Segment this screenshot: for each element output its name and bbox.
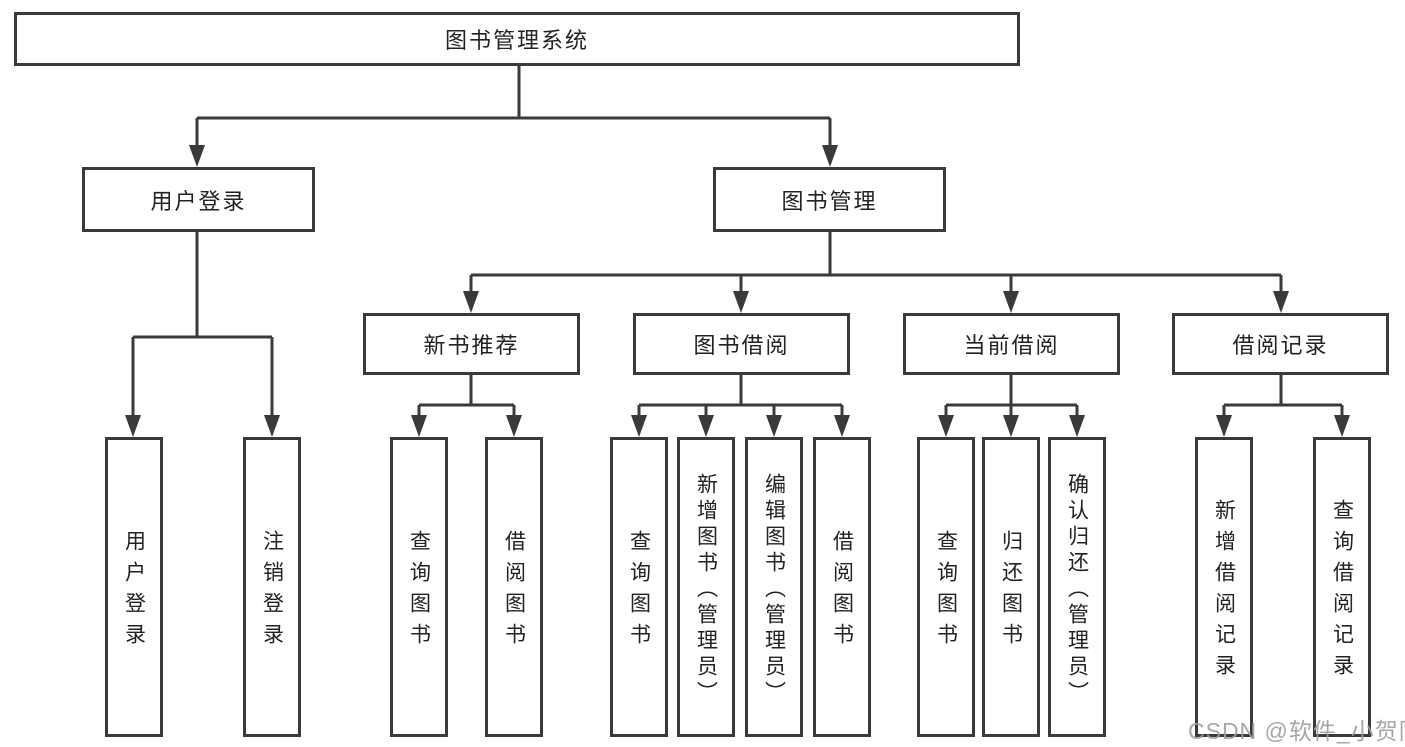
arrowhead <box>1334 415 1350 437</box>
leaf-add-book-admin-label: 新增图书（管理员） <box>694 472 718 707</box>
leaf-edit-book-admin: 编辑图书（管理员） <box>745 437 803 737</box>
node-book-borrow: 图书借阅 <box>633 313 850 375</box>
connector-current-to-leaves <box>944 375 1079 415</box>
arrowhead <box>698 415 714 437</box>
csdn-watermark: CSDN @软件_小贺同学 <box>1188 718 1405 744</box>
leaf-logout: 注销登录 <box>243 437 301 737</box>
connector-borrow-to-leaves <box>637 375 844 415</box>
node-book-borrow-label: 图书借阅 <box>693 333 790 358</box>
leaf-query-book-1: 查询图书 <box>390 437 448 737</box>
connector-newbook-to-leaves <box>417 375 516 415</box>
leaf-query-book-3: 查询图书 <box>917 437 975 737</box>
arrowhead <box>1069 415 1085 437</box>
connector-root-to-level2 <box>195 66 832 145</box>
node-borrow-record-label: 借阅记录 <box>1232 333 1329 358</box>
leaf-borrow-book-2-label: 借阅图书 <box>830 530 854 654</box>
leaf-return-book: 归还图书 <box>982 437 1040 737</box>
leaf-borrow-book-1-label: 借阅图书 <box>502 530 526 654</box>
node-new-book-recommend: 新书推荐 <box>363 313 580 375</box>
leaf-borrow-book-2: 借阅图书 <box>813 437 871 737</box>
arrowhead <box>766 415 782 437</box>
arrowhead <box>631 415 647 437</box>
arrowhead <box>834 415 850 437</box>
leaf-user-login: 用户登录 <box>105 437 163 737</box>
leaf-query-book-1-label: 查询图书 <box>407 530 431 654</box>
leaf-query-borrow-record: 查询借阅记录 <box>1313 437 1371 737</box>
arrowhead <box>938 415 954 437</box>
connector-record-to-leaves <box>1222 375 1344 415</box>
leaf-return-book-label: 归还图书 <box>999 530 1023 654</box>
leaf-user-login-label: 用户登录 <box>122 530 146 654</box>
leaf-logout-label: 注销登录 <box>260 530 284 654</box>
leaf-query-book-2-label: 查询图书 <box>627 530 651 654</box>
node-new-book-recommend-label: 新书推荐 <box>423 333 520 358</box>
arrowhead <box>506 415 522 437</box>
node-borrow-record: 借阅记录 <box>1172 313 1389 375</box>
connector-userlogin-to-leaves <box>131 232 274 415</box>
arrowhead <box>1216 415 1232 437</box>
arrowhead <box>1003 291 1019 313</box>
arrowhead <box>733 291 749 313</box>
node-book-management-branch: 图书管理 <box>713 167 946 232</box>
leaf-add-borrow-record-label: 新增借阅记录 <box>1212 499 1236 685</box>
leaf-query-borrow-record-label: 查询借阅记录 <box>1330 499 1354 685</box>
node-user-login-label: 用户登录 <box>150 188 247 214</box>
leaf-confirm-return-admin-label: 确认归还（管理员） <box>1065 472 1089 707</box>
arrowhead <box>822 145 838 167</box>
arrowhead <box>125 415 141 437</box>
leaf-edit-book-admin-label: 编辑图书（管理员） <box>762 472 786 707</box>
node-current-borrow-label: 当前借阅 <box>963 333 1060 358</box>
leaf-add-book-admin: 新增图书（管理员） <box>677 437 735 737</box>
leaf-query-book-2: 查询图书 <box>610 437 668 737</box>
leaf-query-book-3-label: 查询图书 <box>934 530 958 654</box>
node-user-login-branch: 用户登录 <box>82 167 315 232</box>
node-root-system: 图书管理系统 <box>14 12 1020 66</box>
arrowhead <box>189 145 205 167</box>
arrowhead <box>411 415 427 437</box>
node-root-label: 图书管理系统 <box>444 28 589 53</box>
node-book-management-label: 图书管理 <box>781 188 878 214</box>
arrowhead <box>463 291 479 313</box>
leaf-add-borrow-record: 新增借阅记录 <box>1195 437 1253 737</box>
node-current-borrow: 当前借阅 <box>903 313 1120 375</box>
arrowhead <box>264 415 280 437</box>
leaf-borrow-book-1: 借阅图书 <box>485 437 543 737</box>
arrowhead <box>1273 291 1289 313</box>
connector-mgmt-to-level3 <box>469 232 1283 291</box>
arrowhead <box>1003 415 1019 437</box>
leaf-confirm-return-admin: 确认归还（管理员） <box>1048 437 1106 737</box>
